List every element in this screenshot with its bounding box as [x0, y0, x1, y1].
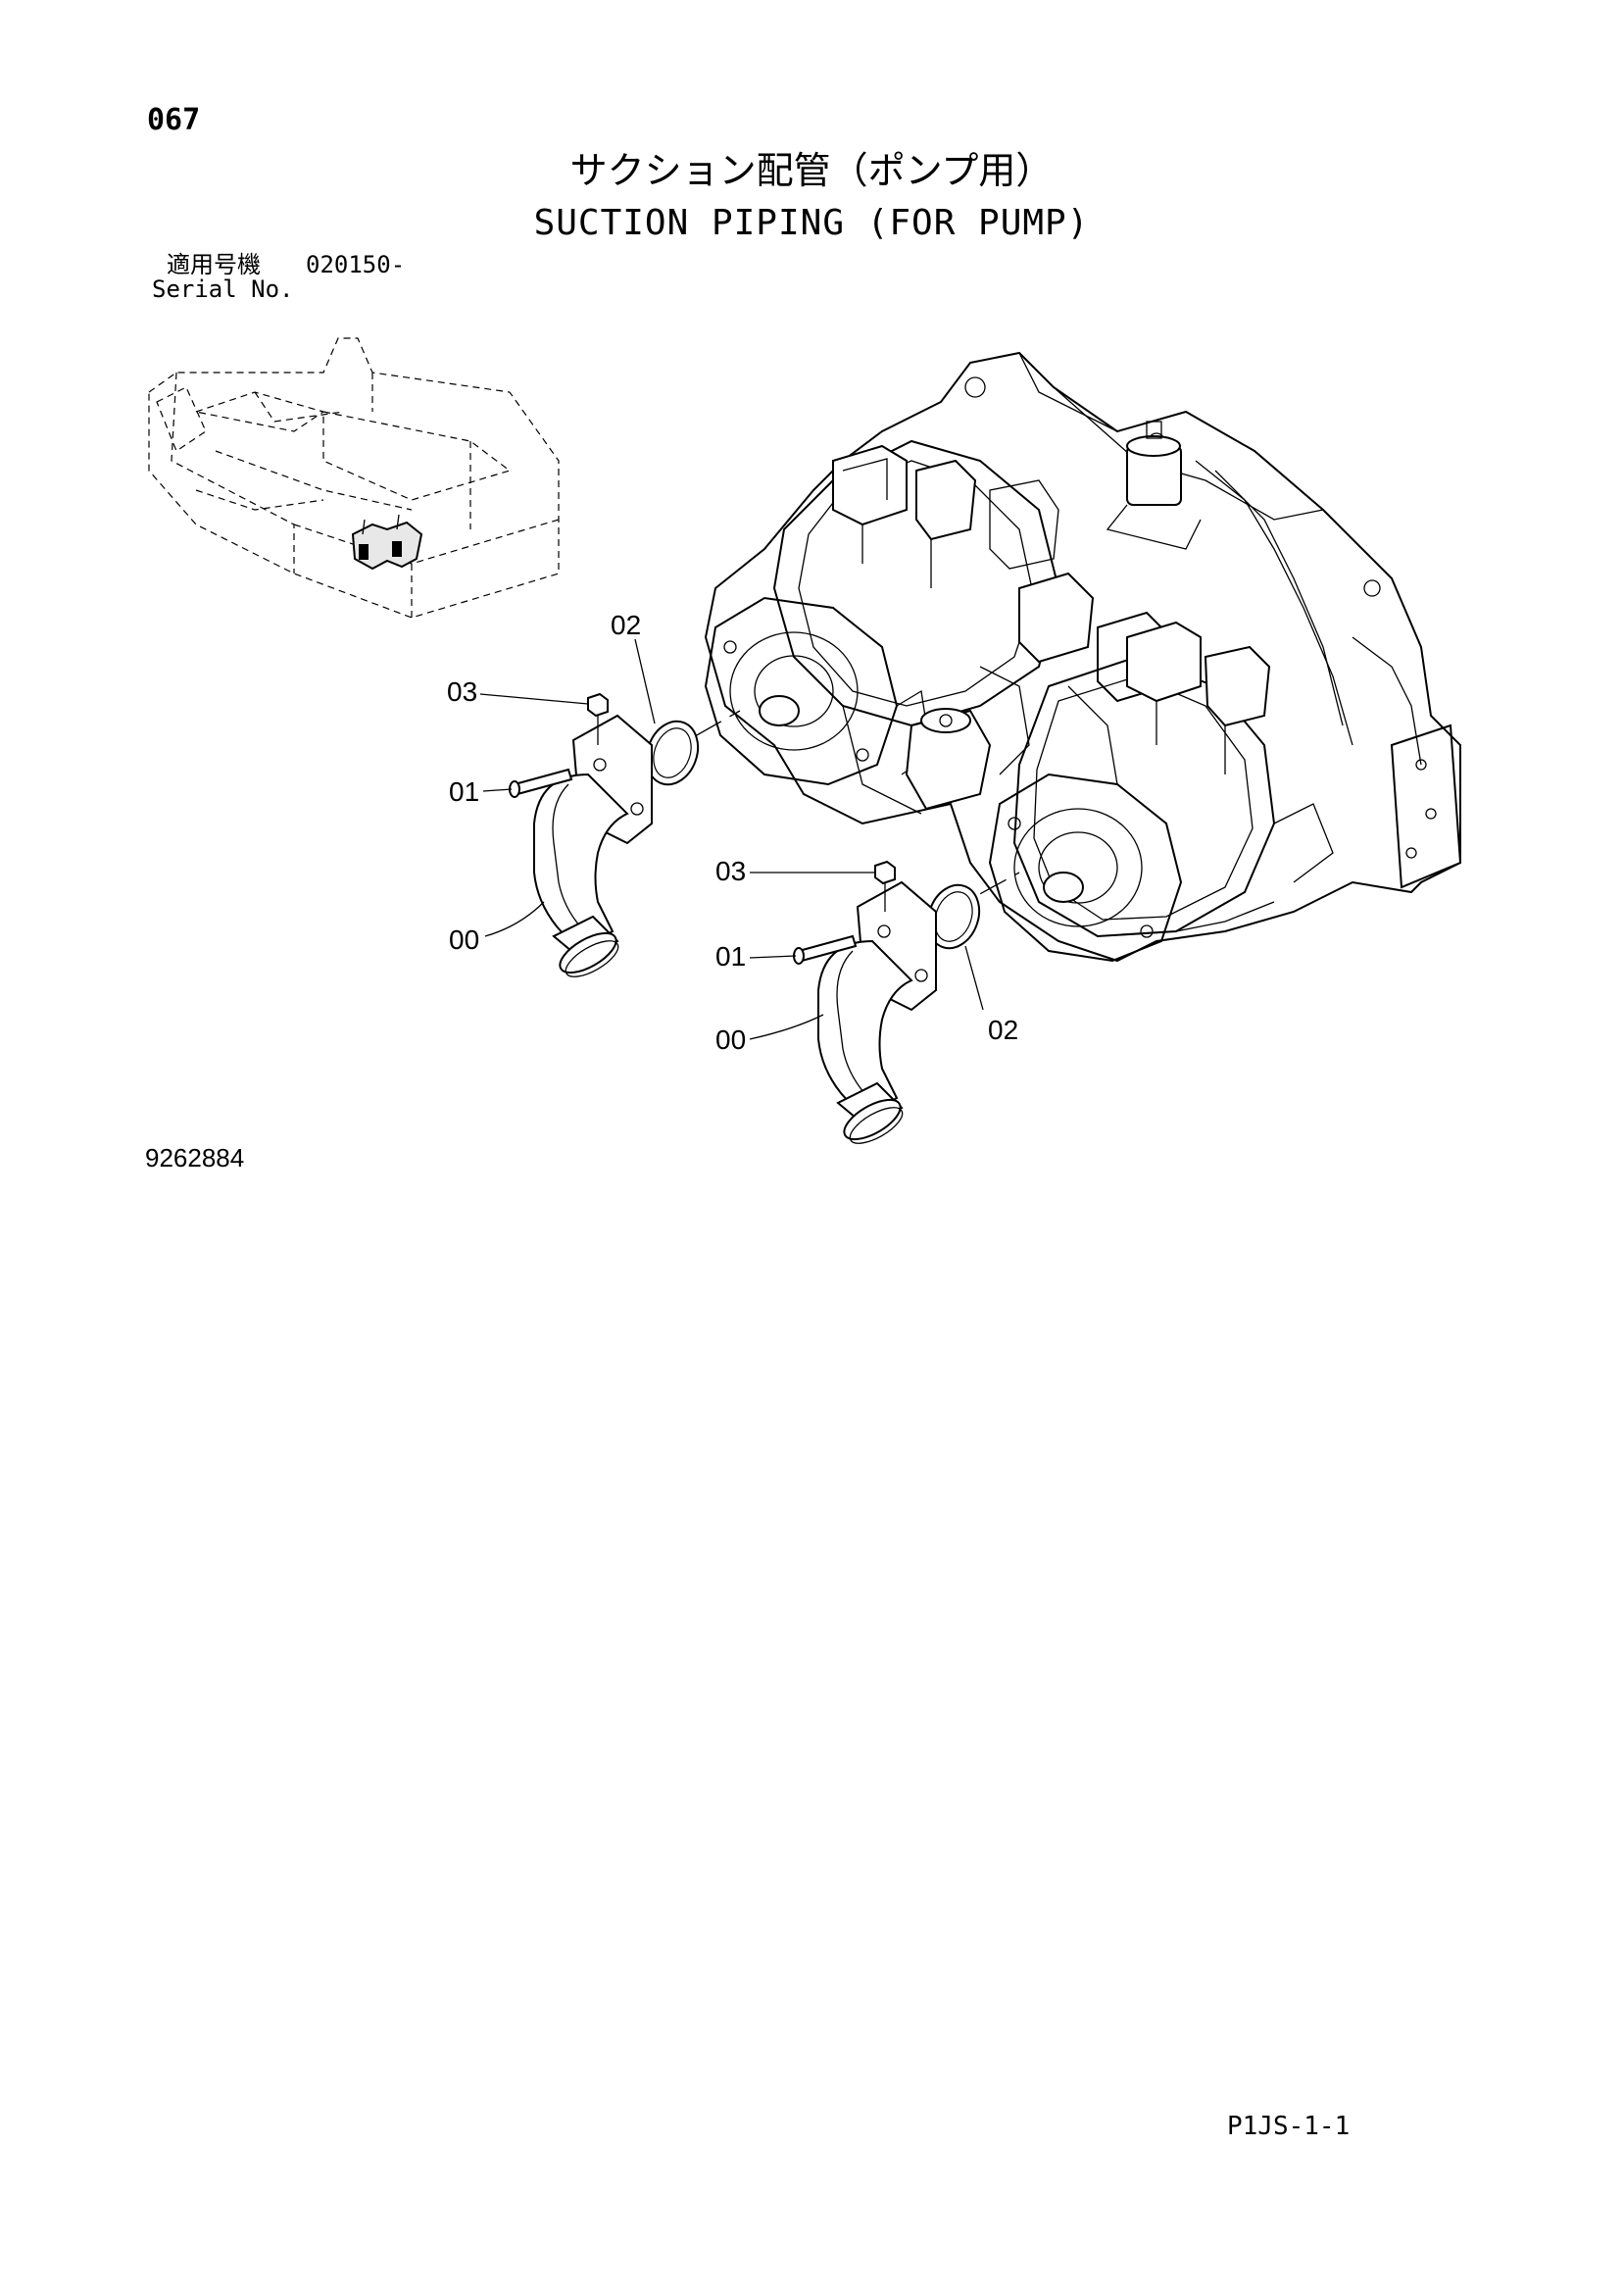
- callout-03-upper: 03: [447, 676, 477, 707]
- callout-01-upper: 01: [449, 776, 479, 807]
- drawing-number: 9262884: [145, 1143, 245, 1173]
- callout-02-lower: 02: [988, 1015, 1018, 1045]
- serial-number-value: 020150-: [306, 251, 406, 278]
- title-japanese: サクション配管（ポンプ用）: [569, 149, 1054, 192]
- page-code: P1JS-1-1: [1227, 2112, 1351, 2141]
- lower-suction-pipe-group: [793, 860, 1020, 1144]
- callout-00-upper: 00: [449, 924, 479, 955]
- callout-02-upper: 02: [611, 610, 641, 640]
- upper-suction-pipe-group: [509, 692, 741, 977]
- callout-01-lower: 01: [715, 941, 746, 972]
- exploded-parts-diagram: 02 03 01 00 03 01 02 00: [148, 337, 1462, 1144]
- callout-00-lower: 00: [715, 1024, 746, 1055]
- serial-label-english: Serial No.: [152, 275, 294, 303]
- inset-pump-highlight: [351, 514, 423, 571]
- leader-lines: [479, 638, 984, 1040]
- serial-label-japanese: 適用号機: [167, 251, 261, 278]
- page-number: 067: [147, 103, 201, 137]
- callout-03-lower: 03: [715, 856, 746, 886]
- title-english: SUCTION PIPING (FOR PUMP): [533, 203, 1090, 243]
- main-pump-assembly: [704, 351, 1462, 963]
- lower-plug: [874, 860, 896, 885]
- machine-overview-inset: [148, 337, 560, 619]
- upper-plug: [587, 692, 609, 718]
